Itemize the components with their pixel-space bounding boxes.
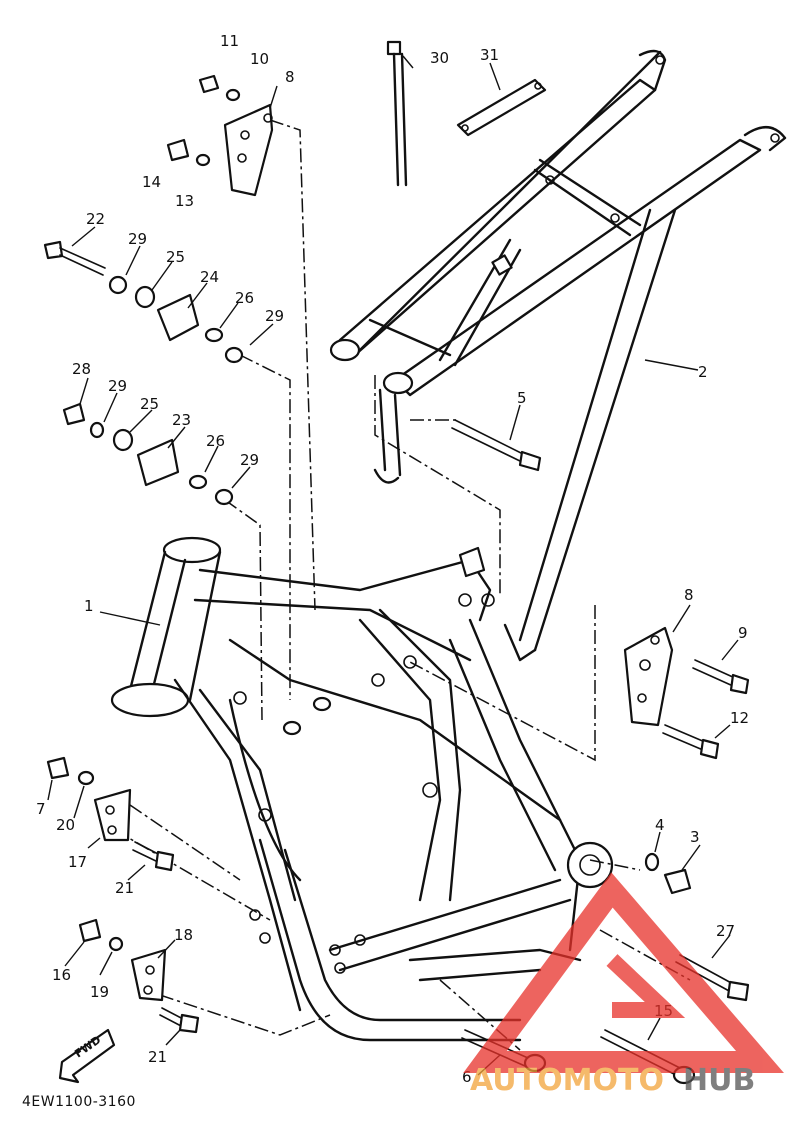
engine-mount-parts: [43, 74, 274, 506]
bolt-5: [451, 419, 542, 472]
cable-tie-and-plate: [386, 40, 547, 187]
callout-20: 20: [56, 816, 75, 834]
rear-subframe: [329, 49, 787, 662]
callout-27: 27: [716, 922, 735, 940]
callout-numbers: 1 2 3 4 5 6 7 8 8 9 10 11 12 13 14 15 16…: [36, 32, 749, 1086]
right-mount-parts: [623, 626, 750, 760]
callout-17: 17: [68, 853, 87, 871]
triangle-logo-icon: [463, 872, 784, 1073]
watermark-brand-b: HUB: [683, 1063, 755, 1098]
callout-14: 14: [142, 173, 161, 191]
callout-13: 13: [175, 192, 194, 210]
callout-12: 12: [730, 709, 749, 727]
callout-24: 24: [200, 268, 219, 286]
callout-4: 4: [655, 816, 665, 834]
forward-arrow-icon: FWD: [58, 1028, 116, 1084]
callout-5: 5: [517, 389, 527, 407]
callout-29-a: 29: [128, 230, 147, 248]
callout-21-upper: 21: [115, 879, 134, 897]
callout-29-b: 29: [265, 307, 284, 325]
drawing-code: 4EW1100-3160: [22, 1094, 136, 1110]
callout-19: 19: [90, 983, 109, 1001]
callout-2: 2: [698, 363, 708, 381]
watermark: AUTOMOTO HUB: [463, 872, 784, 1098]
callout-22: 22: [86, 210, 105, 228]
callout-6: 6: [462, 1068, 472, 1086]
callout-30: 30: [430, 49, 449, 67]
callout-1: 1: [84, 597, 94, 615]
callout-23: 23: [172, 411, 191, 429]
watermark-brand-a: AUTOMOTO: [470, 1063, 664, 1098]
callout-3: 3: [690, 828, 700, 846]
callout-8-right: 8: [684, 586, 694, 604]
main-frame: [110, 536, 614, 1042]
callout-21-lower: 21: [148, 1048, 167, 1066]
lower-left-mount-parts: [46, 756, 200, 1034]
callout-31: 31: [480, 46, 499, 64]
callout-18: 18: [174, 926, 193, 944]
callout-7: 7: [36, 800, 46, 818]
callout-29-d: 29: [240, 451, 259, 469]
callout-28: 28: [72, 360, 91, 378]
callout-10: 10: [250, 50, 269, 68]
callout-16: 16: [52, 966, 71, 984]
callout-11: 11: [220, 32, 239, 50]
callout-25-upper: 25: [166, 248, 185, 266]
callout-25-lower: 25: [140, 395, 159, 413]
callout-29-c: 29: [108, 377, 127, 395]
leader-lines: [47, 55, 739, 1076]
callout-9: 9: [738, 624, 748, 642]
callout-8-top: 8: [285, 68, 295, 86]
callout-26-lower: 26: [206, 432, 225, 450]
callout-26-upper: 26: [235, 289, 254, 307]
